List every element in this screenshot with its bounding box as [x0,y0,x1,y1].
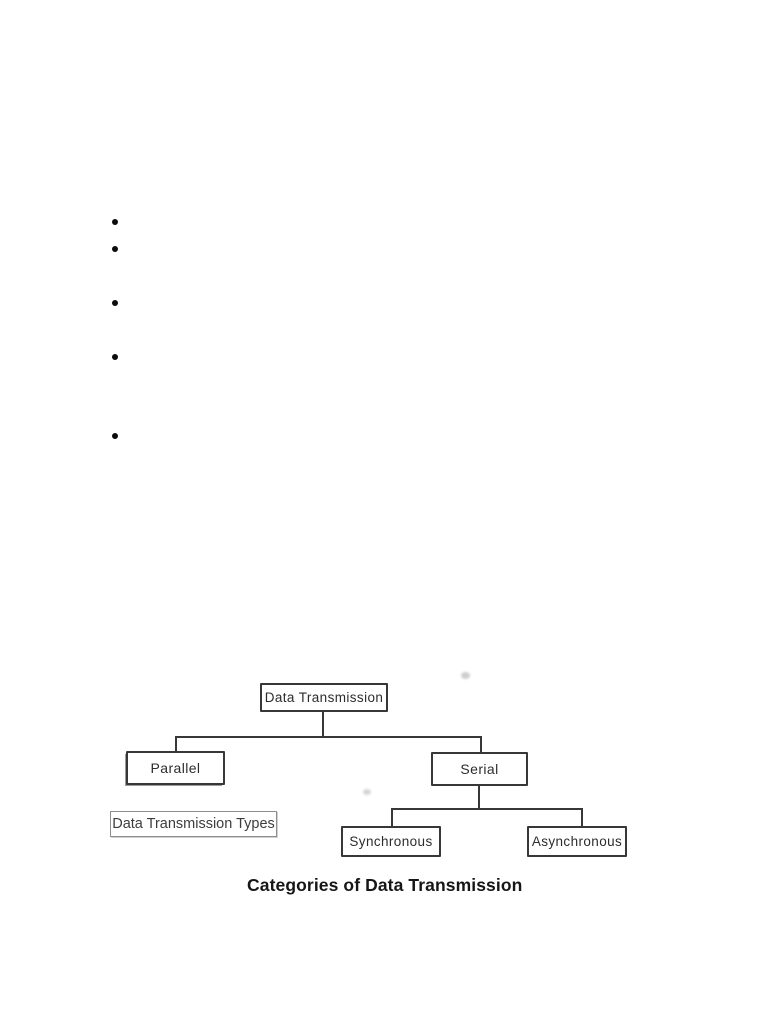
node-data-transmission: Data Transmission [260,683,388,712]
node-label: Data Transmission [264,690,384,705]
node-label: Serial [460,761,499,777]
node-asynchronous: Asynchronous [527,826,627,857]
node-parallel: Parallel [126,751,225,785]
side-label-text: Data Transmission Types [112,816,275,832]
bullet-icon [112,246,118,252]
bullet-icon [112,219,118,225]
bullet-icon [112,354,118,360]
node-synchronous: Synchronous [341,826,441,857]
node-label: Asynchronous [531,834,623,849]
side-label-box: Data Transmission Types [110,811,277,837]
scan-artifact [363,789,371,795]
bullet-icon [112,433,118,439]
scan-artifact [461,672,470,679]
figure-caption: Categories of Data Transmission [247,875,523,895]
node-label: Synchronous [349,834,433,849]
node-label: Parallel [150,760,201,776]
node-serial: Serial [431,752,528,786]
bullet-icon [112,300,118,306]
